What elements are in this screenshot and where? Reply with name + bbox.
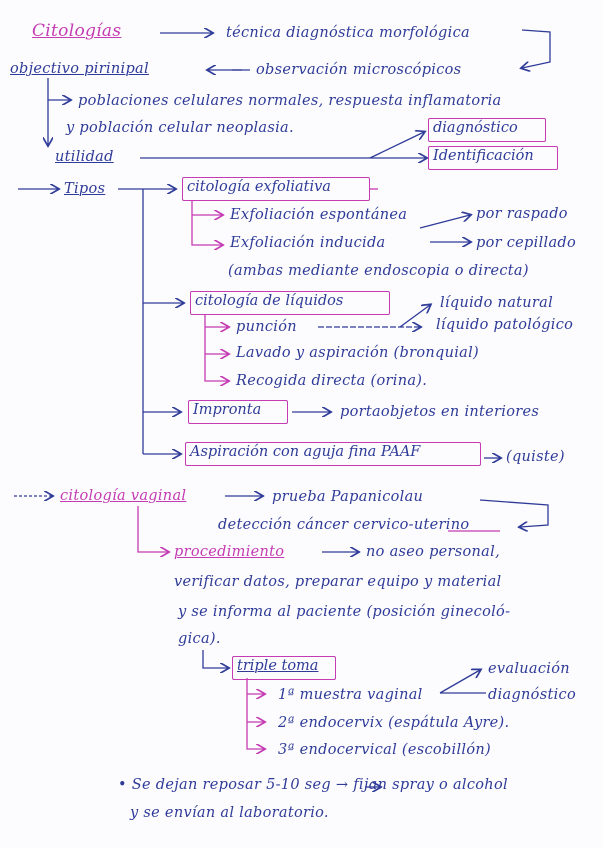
procedure-line-2: verificar datos, preparar equipo y mater… bbox=[174, 574, 502, 590]
objective-line-2: y población celular neoplasia. bbox=[66, 120, 294, 136]
exfoliativa-box: citología exfoliativa bbox=[182, 177, 370, 201]
paaf-desc: (quiste) bbox=[506, 449, 565, 465]
impronta-desc: portaobjetos en interiores bbox=[340, 404, 540, 420]
utility-box-identificacion-text: Identificación bbox=[433, 148, 534, 164]
vaginal-def-1: prueba Papanicolau bbox=[272, 489, 424, 505]
triple-toma-box-text: triple toma bbox=[237, 658, 319, 674]
objective-value: observación microscópicos bbox=[256, 62, 462, 78]
impronta-box: Impronta bbox=[188, 400, 288, 424]
utility-label: utilidad bbox=[55, 149, 114, 165]
exfol-inducida: Exfoliación inducida bbox=[230, 235, 386, 251]
liquidos-box: citología de líquidos bbox=[190, 291, 390, 315]
types-label: Tipos bbox=[64, 181, 106, 197]
exfol-espontanea: Exfoliación espontánea bbox=[230, 207, 408, 223]
triple-2: 2ª endocervix (espátula Ayre). bbox=[278, 715, 510, 731]
liquid-natural: líquido natural bbox=[440, 295, 554, 311]
impronta-box-text: Impronta bbox=[193, 402, 262, 418]
liquid-recogida: Recogida directa (orina). bbox=[236, 373, 428, 389]
procedure-line-1: no aseo personal, bbox=[366, 544, 500, 560]
title-citologias: Citologías bbox=[32, 21, 122, 41]
exfol-raspado: por raspado bbox=[476, 206, 568, 222]
procedure-line-4: gica). bbox=[178, 631, 221, 647]
paaf-box-text: Aspiración con aguja fina PAAF bbox=[190, 444, 421, 460]
liquid-patologico: líquido patológico bbox=[436, 317, 574, 333]
eval-evaluacion: evaluación bbox=[488, 661, 570, 677]
triple-toma-box: triple toma bbox=[232, 656, 336, 680]
procedure-label: procedimiento bbox=[174, 544, 285, 560]
objective-label: objectivo pirinipal bbox=[10, 61, 149, 77]
utility-box-identificacion: Identificación bbox=[428, 146, 558, 170]
exfol-cepillado: por cepillado bbox=[476, 235, 577, 251]
exfol-note: (ambas mediante endoscopia o directa) bbox=[228, 263, 529, 279]
objective-line-1: poblaciones celulares normales, respuest… bbox=[78, 93, 502, 109]
footer-line-1: • Se dejan reposar 5-10 seg → fijan spra… bbox=[118, 777, 508, 793]
vaginal-def-2: detección cáncer cervico-uterino bbox=[218, 517, 470, 533]
footer-line-2: y se envían al laboratorio. bbox=[130, 805, 329, 821]
liquid-puncion: punción bbox=[236, 319, 297, 335]
vaginal-label: citología vaginal bbox=[60, 488, 187, 504]
triple-3: 3ª endocervical (escobillón) bbox=[278, 742, 491, 758]
exfoliativa-box-text: citología exfoliativa bbox=[187, 179, 331, 195]
liquid-lavado: Lavado y aspiración (bronquial) bbox=[236, 345, 479, 361]
utility-box-diagnostico: diagnóstico bbox=[428, 118, 546, 142]
paaf-box: Aspiración con aguja fina PAAF bbox=[185, 442, 481, 466]
procedure-line-3: y se informa al paciente (posición ginec… bbox=[178, 604, 511, 620]
utility-box-diagnostico-text: diagnóstico bbox=[433, 120, 518, 136]
eval-diagnostico: diagnóstico bbox=[488, 687, 576, 703]
title-definition: técnica diagnóstica morfológica bbox=[226, 25, 470, 41]
liquidos-box-text: citología de líquidos bbox=[195, 293, 344, 309]
triple-1: 1ª muestra vaginal bbox=[278, 687, 423, 703]
